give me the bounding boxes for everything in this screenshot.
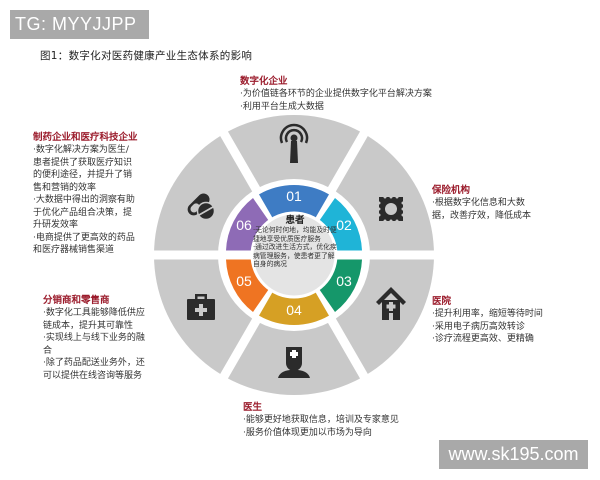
- stakeholder-item: 和医疗器械销售渠道: [33, 245, 115, 255]
- segment-number-06: 06: [236, 217, 252, 233]
- stakeholder-item: ·诊疗流程更高效、更精确: [432, 334, 534, 344]
- stakeholder-item: ·利用平台生成大数据: [240, 101, 324, 112]
- stakeholder-title: 医院: [432, 296, 452, 307]
- stakeholder-pharma: 制药企业和医疗科技企业 ·数字化解决方案为医生/ 患者提供了获取医疗知识 的便利…: [33, 131, 158, 257]
- watermark-top: TG: MYYJJPP: [10, 10, 149, 39]
- doctor-icon: [278, 347, 310, 378]
- segment-05: [226, 259, 271, 312]
- stakeholder-item: 可以提供在线咨询等服务: [43, 370, 143, 381]
- stakeholder-title: 保险机构: [432, 185, 471, 196]
- stakeholder-insurance: 保险机构 ·根据数字化信息和大数 据，改善疗效，降低成本: [432, 184, 531, 222]
- segment-number-03: 03: [336, 273, 352, 289]
- figure-title: 图1：数字化对医药健康产业生态体系的影响: [40, 50, 253, 62]
- colored-ring: [226, 185, 362, 325]
- stakeholder-item: ·数字化工具能够降低供应: [43, 308, 145, 318]
- stakeholder-item: 据，改善疗效，降低成本: [432, 210, 532, 221]
- stakeholder-item: ·实现线上与线下业务的融: [43, 333, 145, 343]
- stakeholder-item: ·为价值链各环节的企业提供数字化平台解决方案: [240, 89, 432, 99]
- segment-number-05: 05: [236, 273, 252, 289]
- stakeholder-item: 的便利途径，并提升了销: [33, 170, 133, 180]
- stakeholder-item: ·服务价值体现更加以市场为导向: [243, 427, 372, 438]
- segment-01: [259, 185, 329, 220]
- stakeholder-item: ·提升利用率，缩短等待时间: [432, 309, 543, 319]
- segment-number-01: 01: [286, 188, 302, 204]
- segment-numbers: 01 02 03 04 05 06: [236, 188, 352, 318]
- medical-kit-icon: [187, 294, 215, 320]
- center-patient-block: 患者 ·无论何时何地，均能及时便捷地享受优质医疗服务 ·通过改进生活方式，优化疾…: [253, 215, 337, 269]
- stakeholder-distributor: 分销商和零售商 ·数字化工具能够降低供应 链成本，提升其可靠性 ·实现线上与线下…: [43, 294, 163, 382]
- segment-number-02: 02: [336, 217, 352, 233]
- hospital-house-icon: [376, 287, 406, 320]
- pills-icon: [187, 193, 216, 221]
- watermark-bottom: www.sk195.com: [439, 440, 588, 469]
- stakeholder-hospital: 医院 ·提升利用率，缩短等待时间 ·采用电子病历高效转诊 ·诊疗流程更高效、更精…: [432, 295, 543, 346]
- stakeholder-item: 患者提供了获取医疗知识: [33, 157, 133, 168]
- stakeholder-item: 于优化产品组合决策，提: [33, 207, 133, 218]
- stakeholder-item: ·根据数字化信息和大数: [432, 198, 525, 208]
- stakeholder-item: 升研发效率: [33, 220, 79, 230]
- center-item: ·通过改进生活方式，优化疾病管理服务，使患者更了解自身的病况: [253, 243, 337, 269]
- stakeholder-title: 制药企业和医疗科技企业: [33, 132, 138, 143]
- stakeholder-title: 医生: [243, 402, 263, 413]
- segment-number-04: 04: [286, 302, 302, 318]
- stakeholder-item: ·电商提供了更高效的药品: [33, 232, 135, 243]
- stakeholder-item: ·大数据中得出的洞察有助: [33, 195, 135, 205]
- segment-02: [317, 198, 362, 251]
- stakeholder-item: 合: [43, 345, 53, 356]
- center-title: 患者: [285, 215, 305, 226]
- center-item: ·无论何时何地，均能及时便捷地享受优质医疗服务: [253, 226, 337, 243]
- stakeholder-title: 分销商和零售商: [43, 295, 110, 306]
- stakeholder-doctor: 医生 ·能够更好地获取信息，培训及专家意见 ·服务价值体现更加以市场为导向: [243, 401, 399, 439]
- segment-03: [317, 259, 362, 312]
- segment-06: [226, 198, 271, 251]
- stakeholder-item: 链成本，提升其可靠性: [43, 320, 134, 331]
- stamp-chip-icon: [377, 195, 405, 223]
- stakeholder-item: 售和营销的效率: [33, 182, 97, 193]
- stakeholder-item: ·采用电子病历高效转诊: [432, 321, 525, 332]
- stakeholder-digital: 数字化企业 ·为价值链各环节的企业提供数字化平台解决方案 ·利用平台生成大数据: [240, 75, 432, 113]
- stakeholder-item: ·数字化解决方案为医生/: [33, 145, 129, 155]
- stakeholder-item: ·能够更好地获取信息，培训及专家意见: [243, 415, 399, 425]
- segment-04: [259, 290, 329, 325]
- stakeholder-title: 数字化企业: [240, 76, 288, 87]
- antenna-icon: [279, 123, 309, 163]
- stakeholder-item: ·除了药品配送业务外，还: [43, 358, 145, 368]
